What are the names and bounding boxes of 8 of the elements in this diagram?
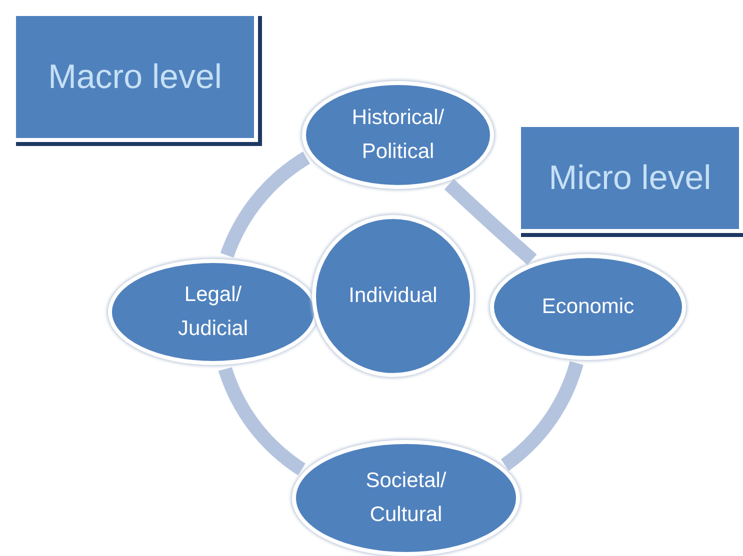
node-label: Societal/ Cultural xyxy=(364,468,448,528)
ring-arc xyxy=(443,178,538,266)
node-label: Historical/ Political xyxy=(350,105,446,165)
node-label: Individual xyxy=(348,283,438,309)
node-label: Legal/ Judicial xyxy=(176,282,250,342)
node-label: Economic xyxy=(540,294,636,320)
level-label: Macro level xyxy=(47,58,223,96)
level-label: Micro level xyxy=(548,158,712,198)
